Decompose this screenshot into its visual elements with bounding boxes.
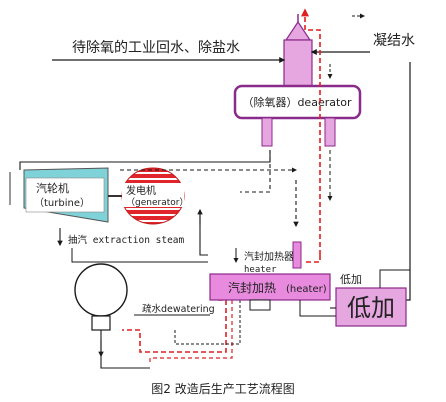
turbine-right-line (199, 212, 208, 256)
deaerator-outlet-2 (324, 117, 336, 147)
steam-loop-top (304, 22, 321, 255)
seal-heater-unit: 汽封加热器 heater 汽封加热 (heater) (209, 241, 331, 311)
turbine-unit: 汽轮机 （turbine） (9, 167, 122, 223)
lp-up-line (379, 269, 410, 288)
generator-label-en: （generator） (126, 197, 188, 208)
deaerator-label: （除氧器）deaerator (242, 95, 352, 109)
main-steam-line (19, 150, 271, 170)
deaerator-column (283, 39, 313, 87)
deaerator-unit: （除氧器）deaerator (233, 14, 362, 147)
extraction-label: 抽汽 extraction steam (68, 234, 185, 246)
generator-unit: 发电机 （generator） (121, 167, 188, 225)
seal-heater-body-label-en: (heater) (286, 284, 327, 295)
feed-water-label: 待除氧的工业回水、除盐水 (72, 40, 240, 56)
deaerator-outlet (261, 117, 273, 147)
seal-heater-label-cn: 汽封加热器 (244, 250, 294, 263)
deaerator-vent-cone (284, 20, 312, 41)
dewatering-steam-path (122, 299, 227, 353)
seal-heater-vent (292, 241, 302, 269)
lp-heater-body (335, 287, 407, 327)
dewatering-label: 疏水dewatering (142, 303, 215, 315)
generator-label-box (122, 183, 184, 207)
deaerator-tank (233, 84, 362, 120)
turbine-label-en: （turbine） (34, 197, 90, 209)
condensate-return-line (405, 62, 411, 301)
lp-heater-label: 低加 (340, 273, 362, 286)
turbine-label-cn: 汽轮机 (36, 181, 69, 195)
extraction-path (71, 248, 208, 263)
steam-to-heater (305, 255, 321, 263)
deaerator-down-line (240, 150, 271, 193)
seal-heater-body-label-cn: 汽封加热 (228, 280, 276, 295)
condenser-body (74, 263, 128, 317)
seal-heater-foot (249, 299, 271, 311)
generator-label-cn: 发电机 (126, 184, 156, 197)
heater-link-lower (299, 300, 336, 317)
condensate-label: 凝结水 (373, 33, 415, 49)
water-return-path (174, 300, 241, 345)
condenser-unit (74, 263, 150, 369)
condenser-outlet-line (100, 330, 150, 369)
lp-heater-unit: 低加 低加 (335, 273, 407, 327)
turbine-label-box (25, 177, 105, 213)
seal-heater-label-en: heater (244, 265, 277, 275)
dewatering-steam-path-2 (149, 300, 233, 365)
figure-caption: 图2 改造后生产工艺流程图 (151, 381, 294, 396)
lp-heater-body-label: 低加 (347, 294, 395, 322)
condenser-neck (91, 315, 111, 331)
